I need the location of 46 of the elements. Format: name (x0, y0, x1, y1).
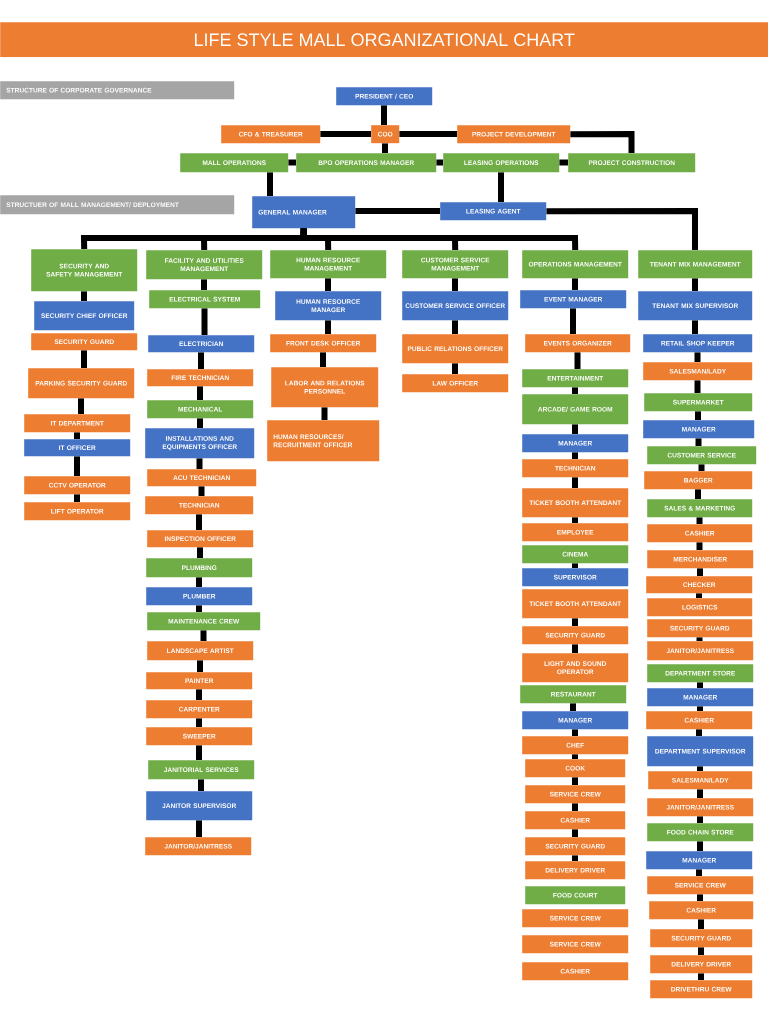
connector-line (546, 208, 698, 250)
connector-line (498, 172, 504, 202)
connector-line (325, 320, 331, 334)
connector-line (78, 398, 84, 414)
connector-line (572, 517, 578, 523)
connector-line (572, 452, 578, 459)
connector-line (321, 407, 328, 420)
connector-line (452, 363, 458, 374)
connector-line (574, 352, 581, 369)
connector-line (201, 308, 208, 335)
title-banner: LIFE STYLE MALL ORGANIZATIONAL CHART (0, 22, 768, 58)
connector-line (694, 352, 701, 362)
connector-line (695, 411, 701, 420)
connector-line (201, 279, 207, 290)
connector-line (197, 418, 203, 428)
connector-line (399, 131, 457, 137)
connector-line (692, 320, 698, 334)
connector-line (382, 143, 388, 153)
connector-line (695, 489, 701, 499)
connector-line (570, 308, 576, 334)
connector-line (570, 131, 635, 153)
connector-line (196, 577, 202, 587)
connector-line (694, 380, 701, 393)
connector-line (81, 291, 87, 301)
connector-line (300, 228, 579, 251)
connector-line (320, 131, 371, 137)
connector-line (692, 278, 698, 291)
connector-line (267, 172, 273, 196)
connector-line (196, 458, 203, 469)
connector-line (452, 278, 458, 291)
connector-line (325, 278, 331, 291)
connector-line (452, 320, 458, 334)
connector-line (572, 424, 578, 434)
connector-line (197, 386, 203, 400)
connector-line (695, 438, 702, 446)
connector-line (288, 159, 296, 166)
connector-line (198, 486, 205, 496)
connector-line (198, 352, 204, 369)
connector-line (320, 352, 326, 367)
connector-line (698, 464, 705, 471)
connector-line (572, 387, 578, 394)
connector-line (81, 350, 87, 368)
connector-line (572, 278, 578, 290)
connector-line (74, 456, 80, 476)
connector-line (197, 547, 203, 558)
connector-line (381, 105, 387, 125)
